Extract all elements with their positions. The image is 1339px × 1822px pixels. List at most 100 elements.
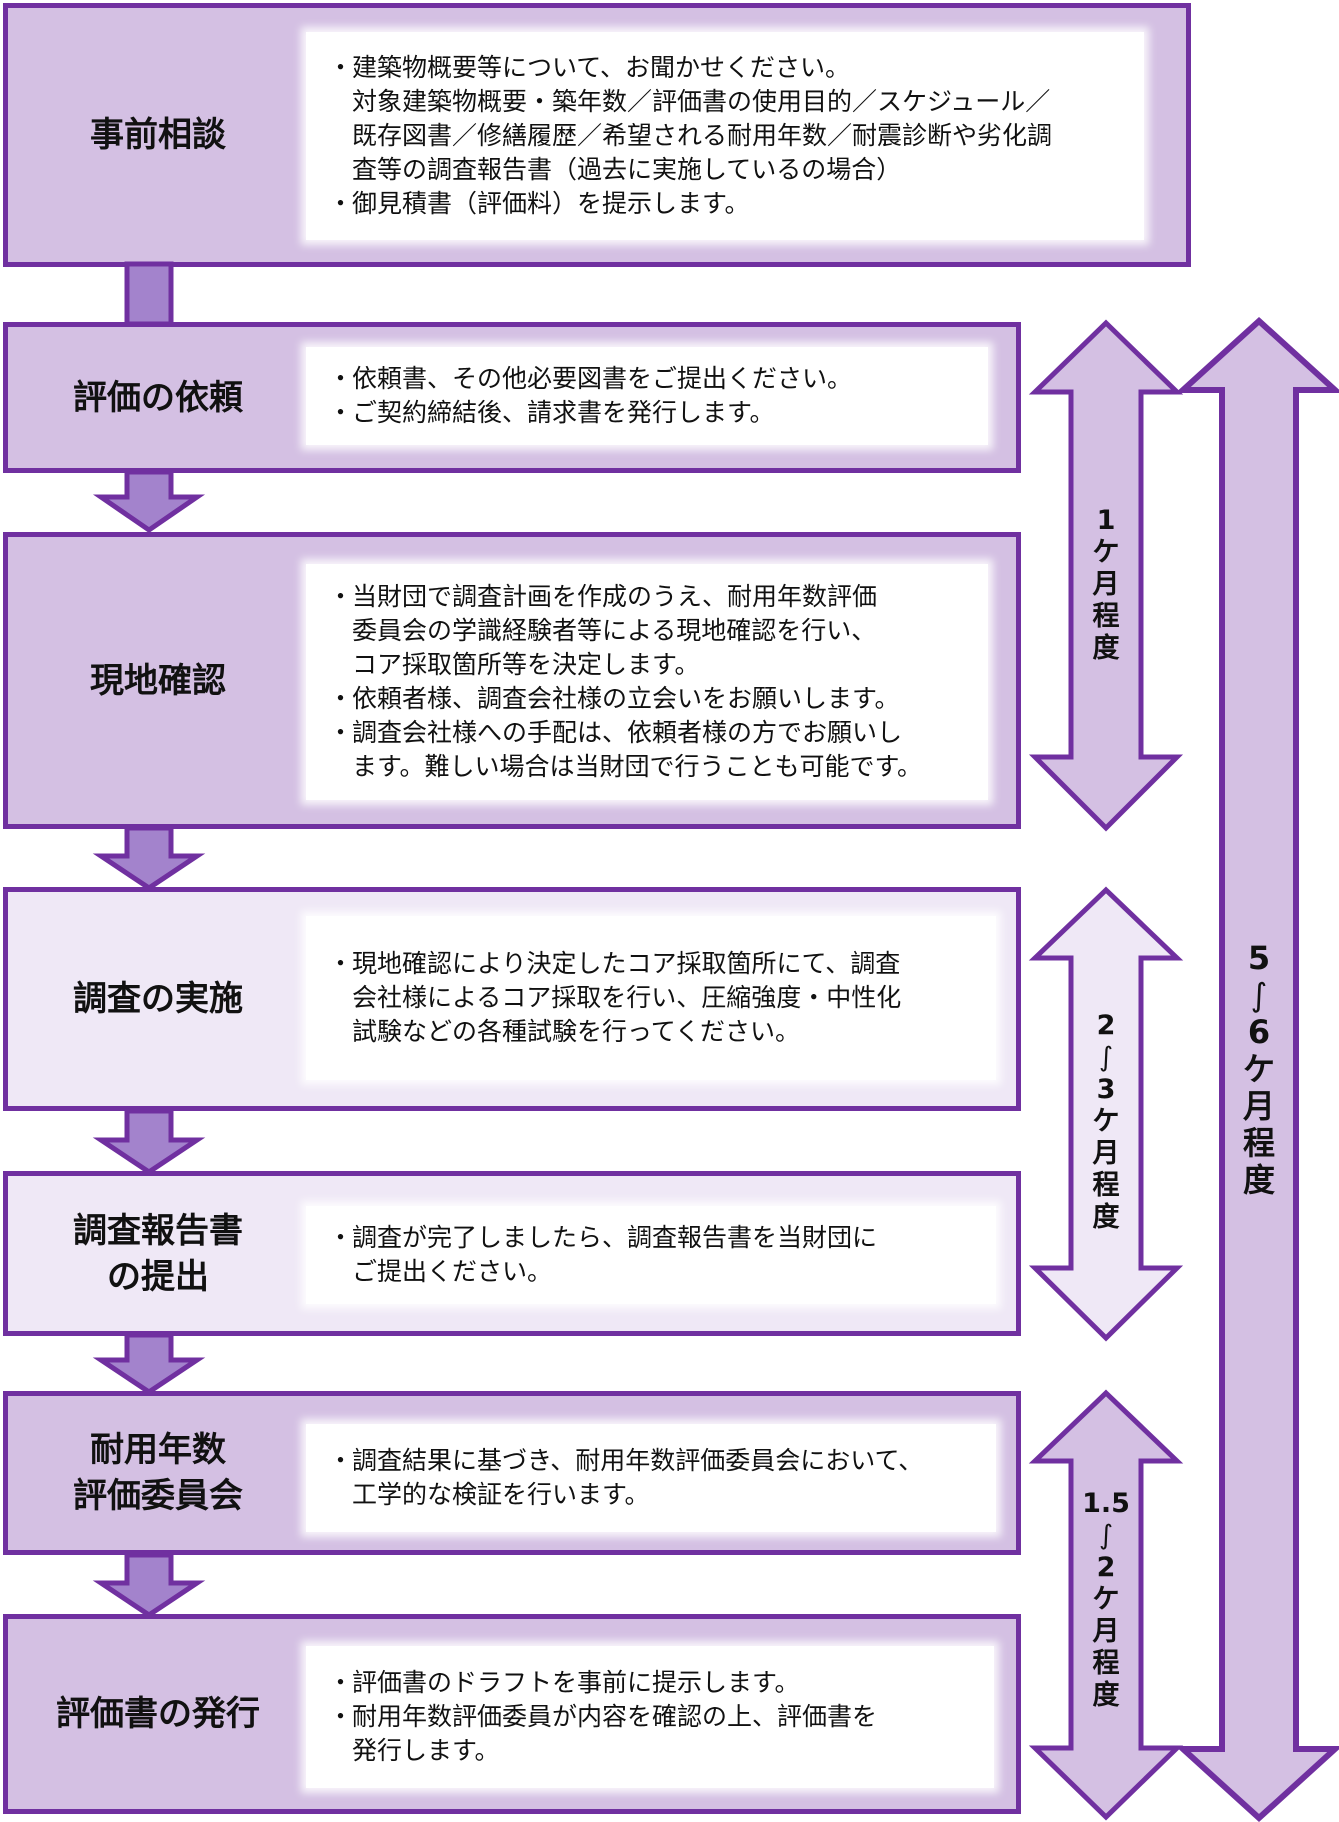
step-request: 評価の依頼 ・依頼書、その他必要図書をご提出ください。・ご契約締結後、請求書を発… <box>3 322 1021 473</box>
duration-label-char: 2 <box>1096 1552 1116 1583</box>
step-description-panel: ・調査が完了しましたら、調査報告書を当財団にご提出ください。 <box>306 1206 996 1304</box>
step-title: 調査報告書 の提出 <box>73 1210 243 1297</box>
duration-label-char: 程 <box>1092 1170 1120 1201</box>
duration-label-char: 度 <box>1092 633 1120 664</box>
step-item: ・依頼書、その他必要図書をご提出ください。 <box>328 362 852 396</box>
bullet-mark: ・ <box>328 582 354 611</box>
down-arrow-icon <box>92 825 206 892</box>
step-title: 評価の依頼 <box>73 377 243 418</box>
down-arrow-icon <box>92 469 206 534</box>
step-item-text: 依頼者様、調査会社様の立会いをお願いします。 <box>352 684 900 713</box>
step-item: ・調査が完了しましたら、調査報告書を当財団にご提出ください。 <box>328 1221 877 1289</box>
duration-label-char: ∫ <box>1098 1520 1114 1551</box>
step-title: 評価書の発行 <box>56 1694 260 1734</box>
duration-label-char: ∫ <box>1250 976 1268 1014</box>
step-item-text: 依頼書、その他必要図書をご提出ください。 <box>352 364 853 393</box>
step-item-text: 会社様によるコア採取を行い、圧縮強度・中性化 <box>352 983 902 1012</box>
step-items: ・調査結果に基づき、耐用年数評価委員会において、工学的な検証を行います。 <box>328 1444 923 1512</box>
step-item: ・調査会社様への手配は、依頼者様の方でお願いします。難しい場合は当財団で行うこと… <box>328 716 922 784</box>
bullet-mark: ・ <box>328 1223 354 1252</box>
connector-bar <box>124 261 174 327</box>
duration-label-char: ケ <box>1242 1050 1275 1088</box>
duration-label-char: 1.5 <box>1082 1488 1130 1519</box>
step-item-text: 現地確認により決定したコア採取箇所にて、調査 <box>352 949 901 978</box>
step-items: ・調査が完了しましたら、調査報告書を当財団にご提出ください。 <box>328 1221 877 1289</box>
down-arrow-icon <box>92 1552 206 1619</box>
duration-label-char: 月 <box>1092 1616 1120 1647</box>
bullet-mark: ・ <box>328 949 354 978</box>
step-item-text: 発行します。 <box>352 1736 500 1765</box>
step-item-text: 対象建築物概要・築年数／評価書の使用目的／スケジュール／ <box>352 87 1051 116</box>
duration-label-char: ケ <box>1092 537 1120 568</box>
step-items: ・当財団で調査計画を作成のうえ、耐用年数評価委員会の学識経験者等による現地確認を… <box>328 580 922 784</box>
bullet-mark: ・ <box>328 398 354 427</box>
step-items: ・建築物概要等について、お聞かせください。対象建築物概要・築年数／評価書の使用目… <box>328 51 1052 221</box>
step-item-text: 耐用年数評価委員が内容を確認の上、評価書を <box>352 1702 878 1731</box>
step-item: ・当財団で調査計画を作成のうえ、耐用年数評価委員会の学識経験者等による現地確認を… <box>328 580 922 682</box>
step-item-text: ます。難しい場合は当財団で行うことも可能です。 <box>352 752 923 781</box>
step-item-text: 委員会の学識経験者等による現地確認を行い、 <box>352 616 877 645</box>
bullet-mark: ・ <box>328 718 354 747</box>
bullet-mark: ・ <box>328 1668 354 1697</box>
step-description-panel: ・現地確認により決定したコア採取箇所にて、調査会社様によるコア採取を行い、圧縮強… <box>306 916 996 1080</box>
duration-label-char: 1 <box>1096 505 1116 536</box>
bullet-mark: ・ <box>328 1446 354 1475</box>
step-survey: 調査の実施 ・現地確認により決定したコア採取箇所にて、調査会社様によるコア採取を… <box>3 887 1021 1111</box>
duration-label-char: 度 <box>1242 1161 1275 1199</box>
step-report-issuance: 評価書の発行 ・評価書のドラフトを事前に提示します。・耐用年数評価委員が内容を確… <box>3 1614 1021 1814</box>
duration-label-char: 月 <box>1092 1138 1120 1169</box>
step-evaluation-committee: 耐用年数 評価委員会 ・調査結果に基づき、耐用年数評価委員会において、工学的な検… <box>3 1391 1021 1555</box>
step-item-text: 試験などの各種試験を行ってください。 <box>352 1017 801 1046</box>
step-item: ・ご契約締結後、請求書を発行します。 <box>328 396 852 430</box>
bullet-mark: ・ <box>328 364 354 393</box>
step-item-text: 評価書のドラフトを事前に提示します。 <box>352 1668 800 1697</box>
step-description-panel: ・当財団で調査計画を作成のうえ、耐用年数評価委員会の学識経験者等による現地確認を… <box>306 564 988 800</box>
step-item-text: 既存図書／修繕履歴／希望される耐用年数／耐震診断や劣化調 <box>352 121 1053 150</box>
step-description-panel: ・評価書のドラフトを事前に提示します。・耐用年数評価委員が内容を確認の上、評価書… <box>306 1646 994 1788</box>
step-item-text: ご契約締結後、請求書を発行します。 <box>352 398 775 427</box>
step-item-text: 査等の調査報告書（過去に実施しているの場合） <box>352 155 902 184</box>
step-item: ・調査結果に基づき、耐用年数評価委員会において、工学的な検証を行います。 <box>328 1444 923 1512</box>
step-item: ・依頼者様、調査会社様の立会いをお願いします。 <box>328 682 922 716</box>
step-items: ・依頼書、その他必要図書をご提出ください。・ご契約締結後、請求書を発行します。 <box>328 362 852 430</box>
step-item-text: コア採取箇所等を決定します。 <box>352 650 700 679</box>
step-report-submission: 調査報告書 の提出 ・調査が完了しましたら、調査報告書を当財団にご提出ください。 <box>3 1171 1021 1336</box>
duration-label-char: 6 <box>1247 1013 1271 1051</box>
step-item-text: 当財団で調査計画を作成のうえ、耐用年数評価 <box>352 582 878 611</box>
bullet-mark: ・ <box>328 189 354 218</box>
down-arrow-icon <box>92 1108 206 1176</box>
step-item-text: 調査が完了しましたら、調査報告書を当財団に <box>352 1223 878 1252</box>
step-item-text: 調査会社様への手配は、依頼者様の方でお願いし <box>352 718 903 747</box>
step-item: ・耐用年数評価委員が内容を確認の上、評価書を発行します。 <box>328 1700 877 1768</box>
step-title: 現地確認 <box>90 660 226 701</box>
step-item-text: 調査結果に基づき、耐用年数評価委員会において、 <box>352 1446 924 1475</box>
duration-label-char: 月 <box>1092 569 1120 600</box>
step-item: ・御見積書（評価料）を提示します。 <box>328 187 1052 221</box>
duration-label-char: 月 <box>1242 1087 1275 1125</box>
duration-label-char: 度 <box>1092 1202 1120 1233</box>
step-item-text: 御見積書（評価料）を提示します。 <box>352 189 750 218</box>
step-item: ・建築物概要等について、お聞かせください。対象建築物概要・築年数／評価書の使用目… <box>328 51 1052 187</box>
step-description-panel: ・調査結果に基づき、耐用年数評価委員会において、工学的な検証を行います。 <box>306 1424 996 1532</box>
step-title: 耐用年数 評価委員会 <box>73 1430 243 1516</box>
bullet-mark: ・ <box>328 1702 354 1731</box>
step-title: 調査の実施 <box>73 979 243 1019</box>
step-item-text: 工学的な検証を行います。 <box>352 1480 650 1509</box>
duration-label-char: 2 <box>1096 1010 1116 1041</box>
step-item: ・現地確認により決定したコア採取箇所にて、調査会社様によるコア採取を行い、圧縮強… <box>328 947 901 1049</box>
duration-label-char: 程 <box>1092 601 1120 632</box>
step-description-panel: ・依頼書、その他必要図書をご提出ください。・ご契約締結後、請求書を発行します。 <box>306 347 988 445</box>
step-title: 事前相談 <box>90 115 226 155</box>
duration-label-char: 5 <box>1247 939 1271 977</box>
step-items: ・現地確認により決定したコア採取箇所にて、調査会社様によるコア採取を行い、圧縮強… <box>328 947 901 1049</box>
step-item: ・評価書のドラフトを事前に提示します。 <box>328 1666 877 1700</box>
bullet-mark: ・ <box>328 684 354 713</box>
duration-label-char: 3 <box>1096 1074 1116 1105</box>
duration-label-char: ∫ <box>1098 1042 1114 1073</box>
bullet-mark: ・ <box>328 53 354 82</box>
duration-label-char: 程 <box>1242 1124 1275 1162</box>
duration-label-char: 程 <box>1092 1648 1120 1679</box>
